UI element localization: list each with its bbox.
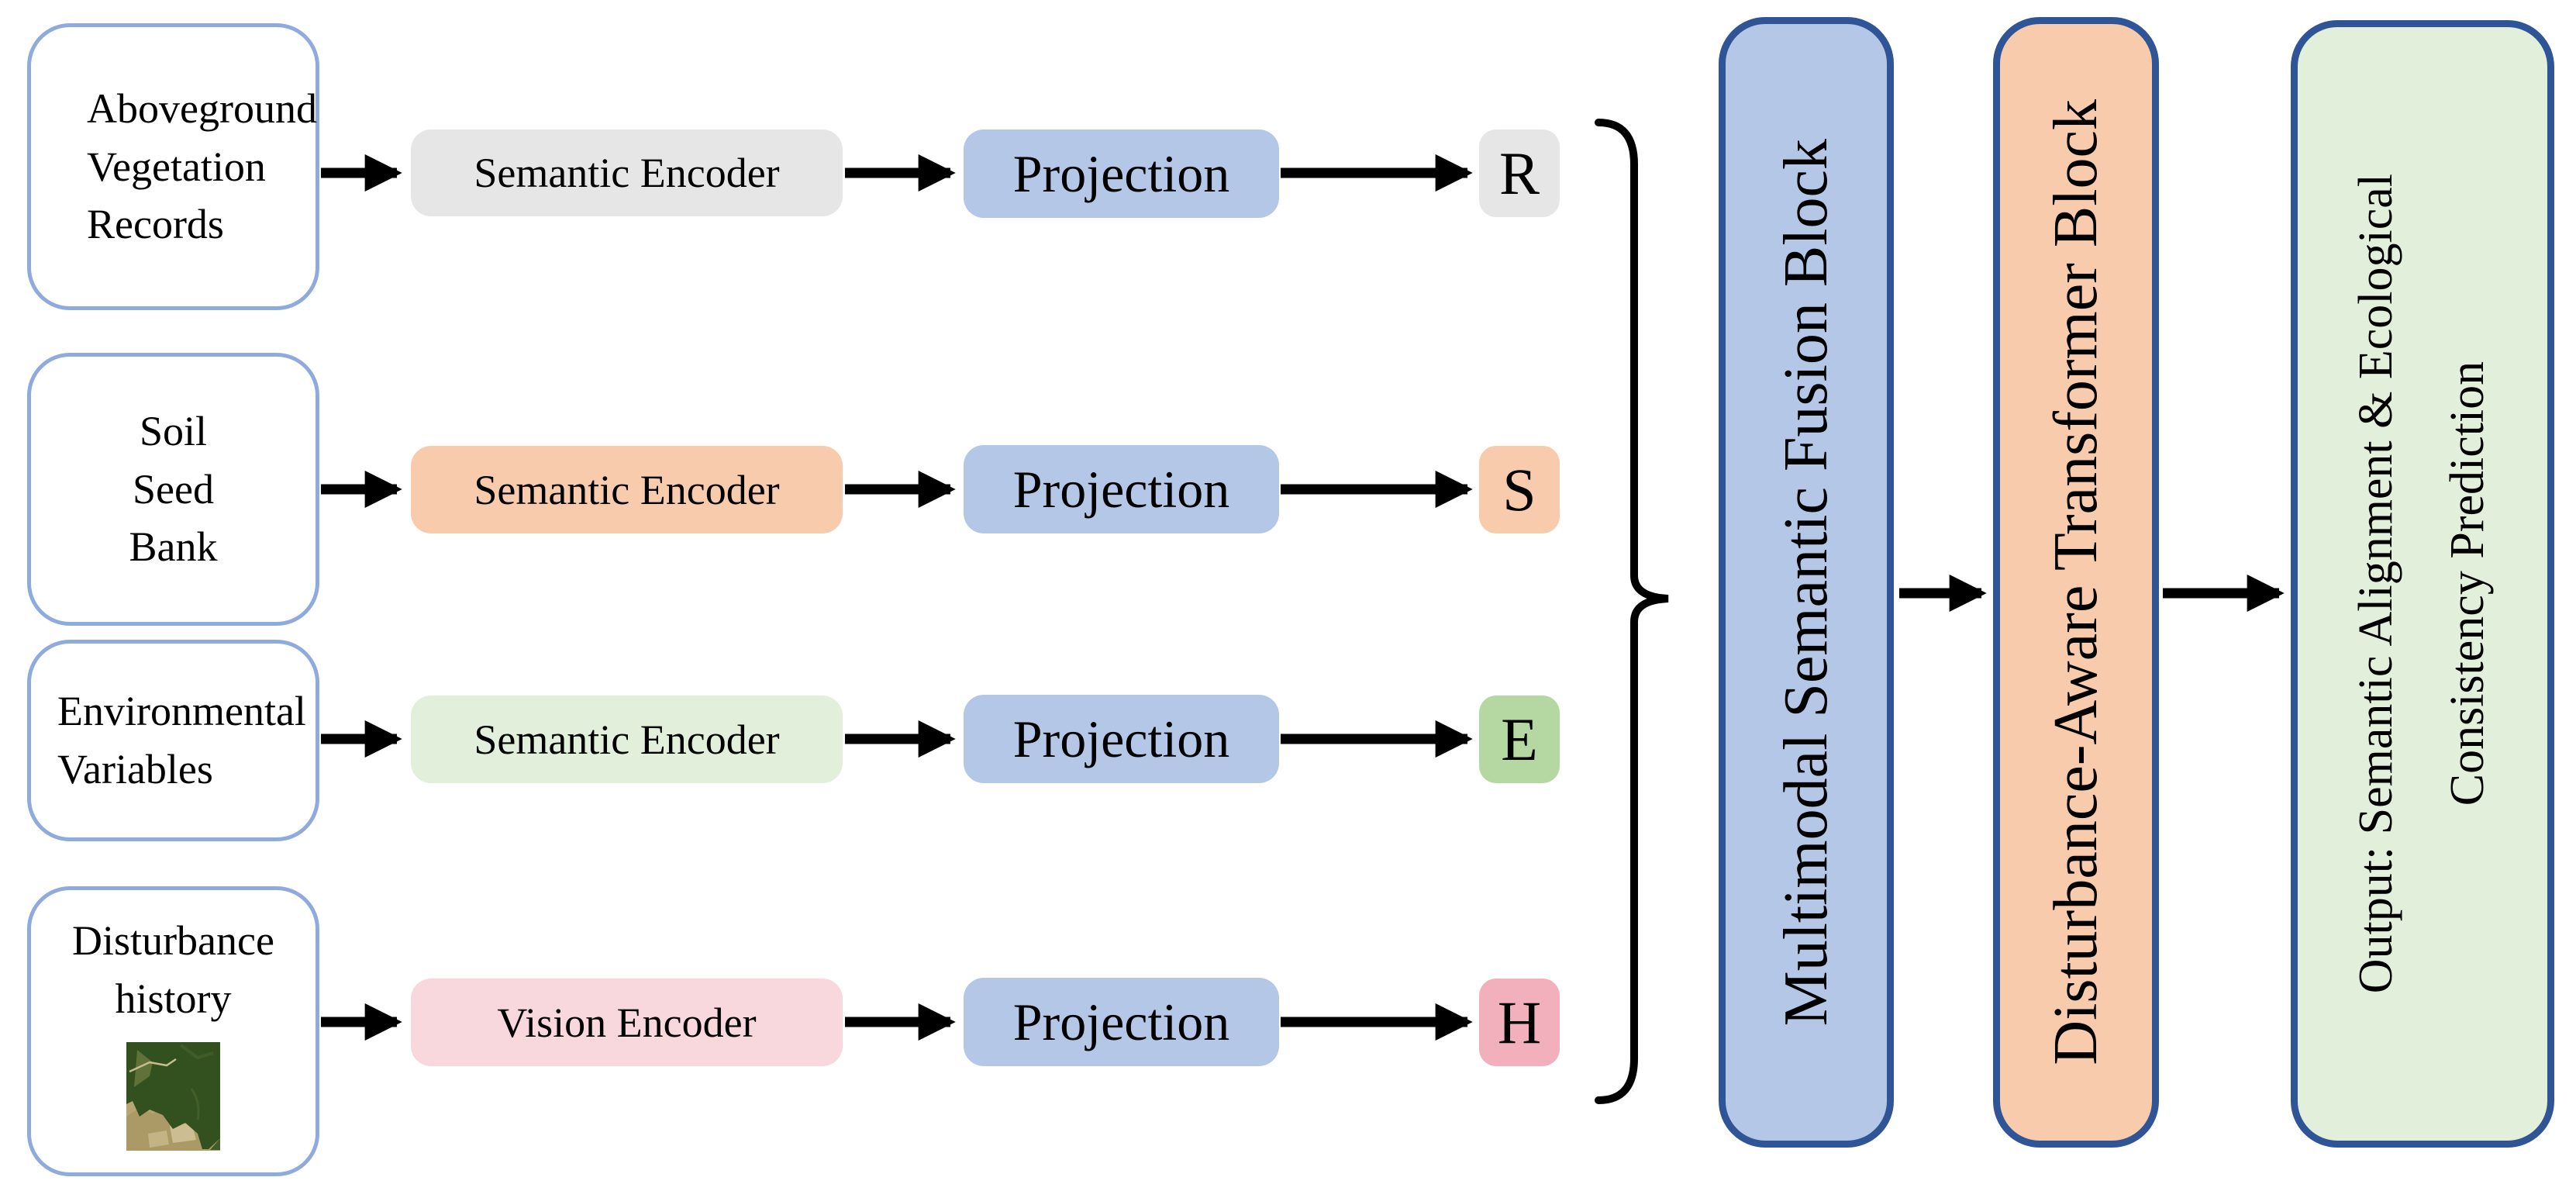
encoder-label: Semantic Encoder [474,150,780,196]
badge-letter: H [1497,988,1542,1056]
output-block-label: Output: Semantic Alignment & Ecological … [2350,174,2494,994]
input-label: Disturbance history [72,917,274,1022]
semantic-encoder-box-2: Semantic Encoder [411,446,843,533]
input-box-disturbance-history: Disturbance history [27,886,319,1176]
projection-label: Projection [1012,709,1230,768]
projection-box-3: Projection [964,695,1279,783]
feature-badge-s: S [1479,446,1560,533]
gather-brace [1595,119,1669,1104]
semantic-encoder-box-1: Semantic Encoder [411,129,843,216]
vision-encoder-box: Vision Encoder [411,979,843,1066]
badge-letter: R [1498,139,1540,207]
multimodal-semantic-fusion-block: Multimodal Semantic Fusion Block [1719,17,1894,1148]
input-box-soil-seed-bank: Soil Seed Bank [27,353,319,626]
encoder-label: Vision Encoder [497,999,757,1046]
feature-badge-h: H [1479,979,1560,1066]
arrows [321,154,2285,1041]
input-label: Aboveground Vegetation Records [87,85,317,248]
input-box-environmental-variables: Environmental Variables [27,640,319,841]
projection-box-1: Projection [964,129,1279,218]
badge-letter: E [1501,705,1538,773]
input-label: Environmental Variables [57,688,306,792]
transformer-block-label: Disturbance-Aware Transformer Block [2042,99,2110,1065]
projection-label: Projection [1012,992,1230,1051]
projection-label: Projection [1012,143,1230,203]
feature-badge-r: R [1479,129,1560,217]
fusion-block-label: Multimodal Semantic Fusion Block [1772,138,1840,1027]
satellite-image [126,1041,220,1151]
projection-label: Projection [1012,459,1230,519]
encoder-label: Semantic Encoder [474,466,780,513]
feature-badge-e: E [1479,696,1560,783]
input-label: Soil Seed Bank [129,408,218,571]
encoder-label: Semantic Encoder [474,716,780,763]
semantic-encoder-box-3: Semantic Encoder [411,696,843,783]
badge-letter: S [1502,455,1536,523]
projection-box-2: Projection [964,445,1279,533]
output-prediction-block: Output: Semantic Alignment & Ecological … [2291,20,2554,1148]
disturbance-aware-transformer-block: Disturbance-Aware Transformer Block [1993,17,2159,1148]
projection-box-4: Projection [964,978,1279,1066]
input-box-aboveground-vegetation-records: Aboveground Vegetation Records [27,23,319,310]
